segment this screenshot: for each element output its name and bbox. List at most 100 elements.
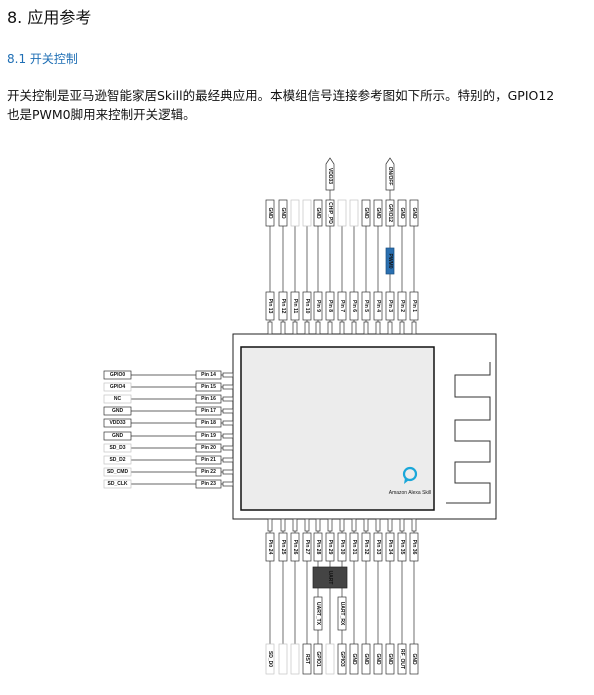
left-signal-box (103, 406, 132, 416)
bottom-signal-box (325, 643, 335, 675)
bottom-pin-tab (387, 518, 393, 532)
top-pin-label: Pin 12 (280, 299, 286, 314)
top-signal-label: GPIO12 (387, 204, 393, 222)
top-pin-tab (351, 321, 357, 335)
top-signal-box (278, 199, 288, 227)
pwm-label: PWM0 (387, 254, 393, 269)
bottom-pin-tab (292, 518, 298, 532)
top-pin-box (337, 291, 347, 321)
paragraph-line-2: 也是PWM0脚用来控制开关逻辑。 (7, 107, 196, 122)
top-signal-box (373, 199, 383, 227)
top-pin-tab (304, 321, 310, 335)
left-pin-label: Pin 18 (201, 420, 216, 426)
bottom-signal-label: GND (375, 653, 381, 665)
left-signal-box (103, 418, 132, 428)
top-signal-box (313, 199, 323, 227)
left-pin-label: Pin 20 (201, 445, 216, 451)
bottom-pin-tab (363, 518, 369, 532)
bottom-pin-box (409, 532, 419, 562)
bottom-pin-label: Pin 29 (327, 540, 333, 555)
bottom-pin-tab (339, 518, 345, 532)
bottom-signal-label: GND (363, 653, 369, 665)
top-pin-tab (387, 321, 393, 335)
top-pin-box (409, 291, 419, 321)
bottom-pin-tab (399, 518, 405, 532)
left-pin-label: Pin 21 (201, 457, 216, 463)
bottom-signal-label: SD_D0 (267, 651, 273, 667)
left-signal-label: SD_D3 (109, 445, 125, 451)
top-pin-label: Pin 7 (339, 300, 345, 312)
bottom-pin-label: Pin 32 (363, 540, 369, 555)
left-signal-box (103, 455, 132, 465)
top-pin-box (265, 291, 275, 321)
left-pin-tab (222, 384, 234, 390)
onoff-arrow-box (385, 157, 395, 191)
bottom-signal-box (373, 643, 383, 675)
bottom-pin-label: Pin 28 (315, 540, 321, 555)
top-signal-label: GND (315, 207, 321, 219)
top-pin-label: Pin 5 (363, 300, 369, 312)
bottom-pin-tab (304, 518, 310, 532)
top-pin-box (290, 291, 300, 321)
bottom-pin-tab (280, 518, 286, 532)
bottom-pin-tab (267, 518, 273, 532)
subsection-heading: 8.1 开关控制 (7, 52, 78, 66)
top-signal-box (349, 199, 359, 227)
bottom-pin-box (313, 532, 323, 562)
left-pin-box (195, 443, 222, 453)
top-pin-box (385, 291, 395, 321)
bottom-pin-box (385, 532, 395, 562)
bottom-pin-label: Pin 30 (339, 540, 345, 555)
left-pin-label: Pin 19 (201, 433, 216, 439)
left-pin-tab (222, 372, 234, 378)
bottom-signal-label: GND (411, 653, 417, 665)
bottom-pin-box (397, 532, 407, 562)
uart-rx-label: UART_RX (339, 602, 345, 626)
bottom-signal-box (385, 643, 395, 675)
top-signal-box (397, 199, 407, 227)
top-signal-label: CHIP_PD (327, 202, 333, 224)
bottom-pin-label: Pin 26 (292, 540, 298, 555)
bottom-signal-box (313, 643, 323, 675)
top-pin-tab (292, 321, 298, 335)
pwm-box (385, 247, 395, 275)
top-pin-tab (411, 321, 417, 335)
left-signal-label: SD_D2 (109, 457, 125, 463)
bottom-pin-box (278, 532, 288, 562)
bottom-pin-box (361, 532, 371, 562)
left-signal-label: GPIO0 (110, 372, 126, 378)
left-pin-label: Pin 23 (201, 481, 216, 487)
top-pin-box (373, 291, 383, 321)
alexa-logo-ring (402, 466, 418, 482)
uart-rx-box (337, 596, 347, 631)
left-signal-label: GND (112, 433, 124, 439)
bottom-pin-tab (327, 518, 333, 532)
left-pin-box (195, 406, 222, 416)
left-pin-label: Pin 15 (201, 384, 216, 390)
bottom-pin-label: Pin 36 (411, 540, 417, 555)
left-pin-box (195, 418, 222, 428)
top-pin-box (278, 291, 288, 321)
top-pin-box (325, 291, 335, 321)
top-signal-box (337, 199, 347, 227)
left-pin-tab (222, 481, 234, 487)
left-pin-tab (222, 433, 234, 439)
bottom-pin-label: Pin 31 (351, 540, 357, 555)
left-signal-box (103, 394, 132, 404)
top-pin-box (313, 291, 323, 321)
left-pin-label: Pin 17 (201, 408, 216, 414)
top-pin-tab (327, 321, 333, 335)
left-signal-box (103, 443, 132, 453)
top-pin-label: Pin 13 (267, 299, 273, 314)
bottom-signal-box (361, 643, 371, 675)
antenna-trace (446, 362, 491, 504)
left-pin-label: Pin 14 (201, 372, 216, 378)
top-pin-tab (267, 321, 273, 335)
bottom-pin-box (290, 532, 300, 562)
onoff-label: ON/OFF (387, 167, 393, 186)
top-pin-label: Pin 2 (399, 300, 405, 312)
alexa-logo (402, 466, 418, 484)
uart-label: UART (327, 571, 333, 585)
top-pin-label: Pin 11 (292, 299, 298, 314)
